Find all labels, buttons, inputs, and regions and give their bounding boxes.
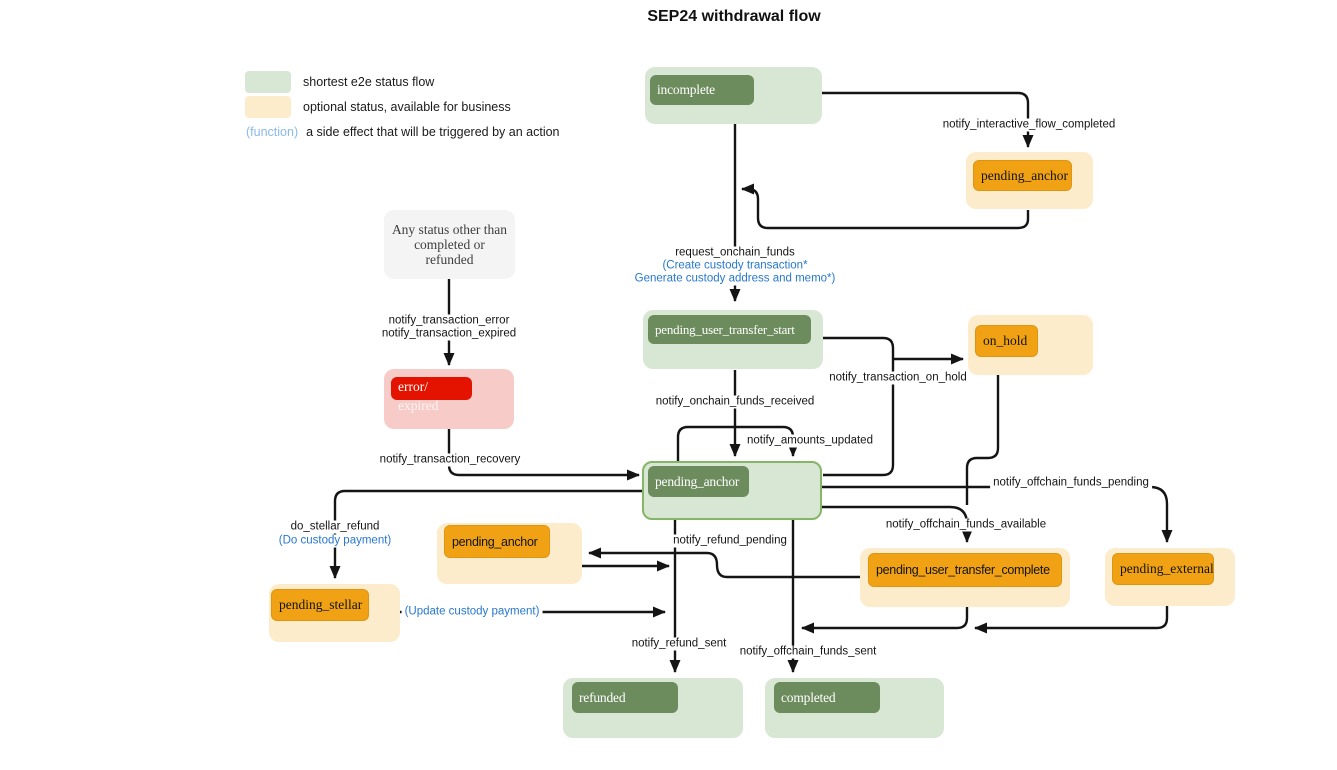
- node-pending-anchor-top-label: pending_anchor: [981, 167, 1068, 183]
- node-error-label-box: error/: [391, 377, 472, 400]
- node-pending-external-label-box: pending_external: [1112, 553, 1214, 585]
- edge-label-notify-amounts-updated: notify_amounts_updated: [744, 434, 876, 448]
- edge-label-notify-refund-pending: notify_refund_pending: [670, 534, 790, 548]
- node-pending-anchor-small-label: pending_anchor: [452, 534, 538, 549]
- legend-function-token: (function): [246, 125, 299, 139]
- edge-label-notify-transaction-recovery: notify_transaction_recovery: [376, 453, 524, 467]
- edge-putc-to-completed-line: [801, 607, 969, 634]
- node-incomplete-label-box: incomplete: [650, 75, 754, 105]
- edge-pending-anchor-self-loop: [676, 425, 799, 461]
- node-refunded-label-box: refunded: [572, 682, 678, 713]
- node-pending-stellar-label-box: pending_stellar: [271, 589, 369, 621]
- node-puts-label: pending_user_transfer_start: [655, 321, 795, 337]
- node-pending-anchor-small-label-box: pending_anchor: [444, 525, 550, 558]
- edge-label-notify-transaction-error: notify_transaction_error: [385, 314, 513, 328]
- edge-pending-anchor-top-return: [741, 183, 1030, 230]
- node-puts-label-box: pending_user_transfer_start: [648, 315, 811, 344]
- edge-label-create-custody-transaction: (Create custody transaction*: [659, 259, 811, 273]
- node-putc-label-box: pending_user_transfer_complete: [868, 553, 1062, 587]
- edge-onhold-merge-line: [823, 336, 895, 477]
- legend-yellow-swatch: [245, 96, 291, 118]
- legend-green-label: shortest e2e status flow: [303, 75, 435, 89]
- edge-label-notify-refund-sent: notify_refund_sent: [628, 637, 730, 651]
- edge-to-pending-external: [822, 485, 1173, 543]
- note-text: Any status other than completed or refun…: [391, 221, 508, 268]
- edge-label-update-custody-payment: (Update custody payment): [401, 605, 543, 619]
- node-expired-label: expired: [398, 398, 439, 413]
- edge-label-notify-transaction-on-hold: notify_transaction_on_hold: [826, 371, 970, 385]
- legend-row-optional-status: optional status, available for business: [245, 96, 511, 118]
- edge-label-do-stellar-refund: do_stellar_refund: [287, 520, 383, 534]
- edge-label-request-onchain-funds: request_onchain_funds: [672, 246, 798, 260]
- node-pending-external-label: pending_external: [1120, 561, 1214, 576]
- edge-label-notify-onchain-funds-received: notify_onchain_funds_received: [652, 395, 818, 409]
- node-pending-anchor-top-label-box: pending_anchor: [973, 160, 1072, 191]
- edge-label-notify-transaction-expired: notify_transaction_expired: [378, 327, 520, 341]
- legend-row-function: (function) a side effect that will be tr…: [246, 125, 560, 139]
- legend-yellow-label: optional status, available for business: [303, 100, 511, 114]
- node-on-hold-label-box: on_hold: [975, 325, 1038, 357]
- edge-error-to-pending-anchor-center: [447, 429, 640, 481]
- edge-label-do-custody-payment: (Do custody payment): [275, 534, 395, 548]
- node-on-hold-label: on_hold: [983, 333, 1028, 348]
- edge-label-generate-custody-address: Generate custody address and memo*): [631, 272, 839, 286]
- edge-putc-to-pending-anchor-small: [588, 547, 860, 579]
- edge-label-notify-offchain-funds-pending: notify_offchain_funds_pending: [990, 476, 1152, 490]
- edge-label-notify-offchain-funds-sent: notify_offchain_funds_sent: [736, 645, 880, 659]
- node-completed-label-box: completed: [774, 682, 880, 713]
- edge-on-hold-down-merge: [965, 375, 1000, 505]
- diagram-title: SEP24 withdrawal flow: [647, 8, 821, 25]
- node-refunded-label: refunded: [579, 689, 626, 705]
- node-error-label: error/: [398, 379, 428, 394]
- node-incomplete-label: incomplete: [657, 82, 715, 97]
- edge-label-notify-offchain-funds-available: notify_offchain_funds_available: [882, 518, 1050, 532]
- legend-green-swatch: [245, 71, 291, 93]
- note-any-status: Any status other than completed or refun…: [384, 210, 515, 279]
- node-pending-anchor-center-label: pending_anchor: [655, 473, 740, 489]
- node-pending-anchor-center-label-box: pending_anchor: [648, 466, 749, 497]
- node-completed-label: completed: [781, 689, 836, 705]
- edge-label-notify-interactive-flow-completed: notify_interactive_flow_completed: [939, 118, 1119, 132]
- legend-row-shortest-flow: shortest e2e status flow: [245, 71, 434, 93]
- node-pending-stellar-label: pending_stellar: [279, 597, 363, 612]
- edge-pending-external-to-completed-line: [974, 605, 1169, 634]
- edge-pending-anchor-to-pending-stellar: [329, 489, 642, 579]
- edge-incomplete-to-pending-anchor-top: [822, 91, 1034, 148]
- node-putc-label: pending_user_transfer_complete: [876, 563, 1050, 577]
- legend-function-label: a side effect that will be triggered by …: [306, 125, 560, 139]
